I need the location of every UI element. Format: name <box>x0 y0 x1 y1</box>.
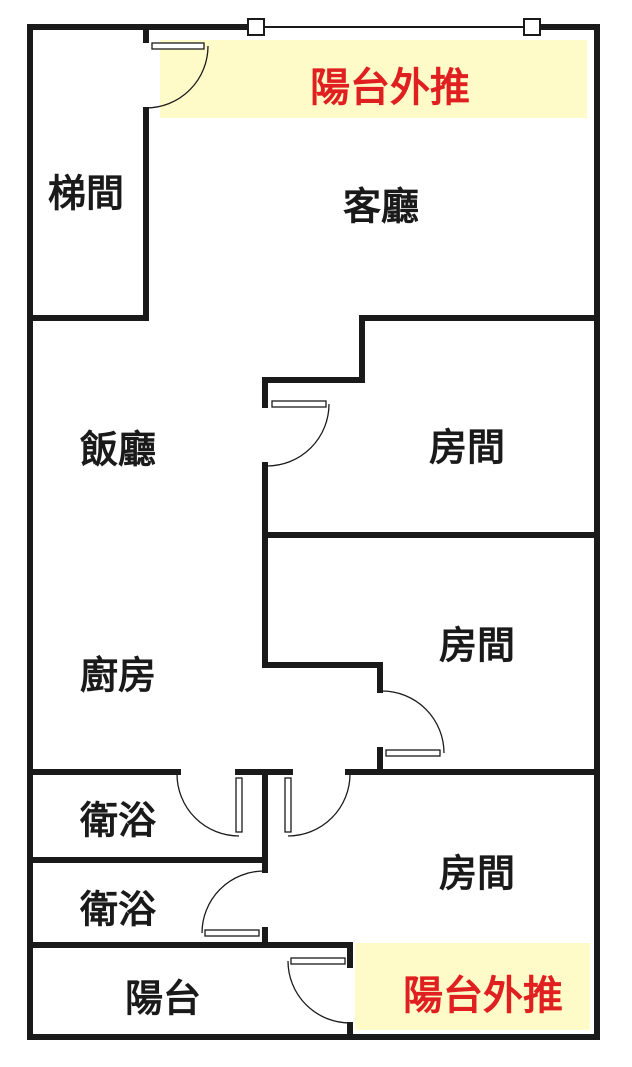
label-bedroom-1: 房間 <box>428 425 506 470</box>
balcony-extension-top-area <box>160 40 587 118</box>
label-balcony-extension-top: 陽台外推 <box>310 65 470 111</box>
door-bedroom-2[interactable] <box>381 690 445 757</box>
door-bedroom-3[interactable] <box>284 773 351 837</box>
label-living-room: 客廳 <box>342 184 420 229</box>
window-markers <box>247 18 541 36</box>
door-bathroom-2[interactable] <box>201 870 265 937</box>
door-bathroom-1[interactable] <box>176 773 243 837</box>
door-bedroom-1[interactable] <box>266 400 330 467</box>
door-balcony[interactable] <box>287 957 351 1024</box>
label-bedroom-3: 房間 <box>438 851 516 896</box>
walls <box>27 24 600 1040</box>
label-dining-room: 飯廳 <box>79 427 157 472</box>
label-bathroom-1: 衛浴 <box>79 798 157 843</box>
door-stairwell[interactable] <box>145 42 209 109</box>
label-bathroom-2: 衛浴 <box>79 887 157 932</box>
label-kitchen: 廚房 <box>79 653 157 698</box>
label-stairwell: 梯間 <box>47 171 125 216</box>
balcony-extension-bottom-area <box>355 943 590 1030</box>
label-balcony-extension-bottom: 陽台外推 <box>403 973 563 1019</box>
label-bedroom-2: 房間 <box>438 623 516 668</box>
label-balcony: 陽台 <box>124 976 202 1021</box>
